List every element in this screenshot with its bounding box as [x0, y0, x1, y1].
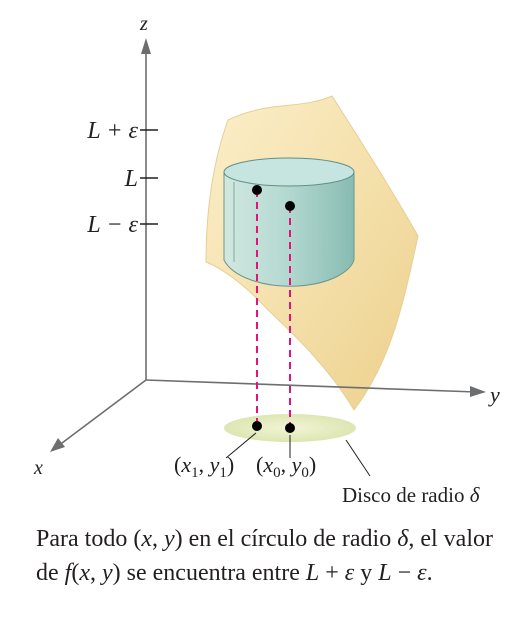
limit-diagram: z y x L + ε L L − ε (x1, y1) (x0, y0) Di…	[33, 13, 500, 507]
leader-disk	[345, 439, 371, 477]
y-axis	[145, 379, 477, 393]
tick-label-middle: L	[124, 166, 138, 192]
cylinder-top	[223, 157, 355, 187]
disk-label: Disco de radio δ	[342, 483, 481, 507]
x-axis-arrow	[50, 438, 65, 452]
point-in-plane-0	[285, 423, 295, 433]
y-axis-arrow	[470, 386, 486, 397]
z-axis-label: z	[139, 13, 148, 35]
cylinder	[223, 171, 355, 287]
leader-1	[225, 432, 257, 459]
x-axis-label: x	[33, 457, 43, 479]
point-label-1: (x1, y1)	[174, 452, 234, 481]
tick-label-lower: L − ε	[86, 212, 138, 238]
x-axis	[57, 379, 147, 447]
point-on-surface-0	[285, 201, 295, 211]
point-in-plane-1	[252, 421, 262, 431]
tick-label-upper: L + ε	[86, 118, 138, 144]
point-label-0: (x0, y0)	[256, 452, 316, 481]
point-on-surface-1	[252, 185, 262, 195]
y-axis-label: y	[488, 382, 500, 407]
caption: Para todo (x, y) en el círculo de radio …	[36, 526, 493, 586]
z-axis-arrow	[141, 38, 151, 54]
